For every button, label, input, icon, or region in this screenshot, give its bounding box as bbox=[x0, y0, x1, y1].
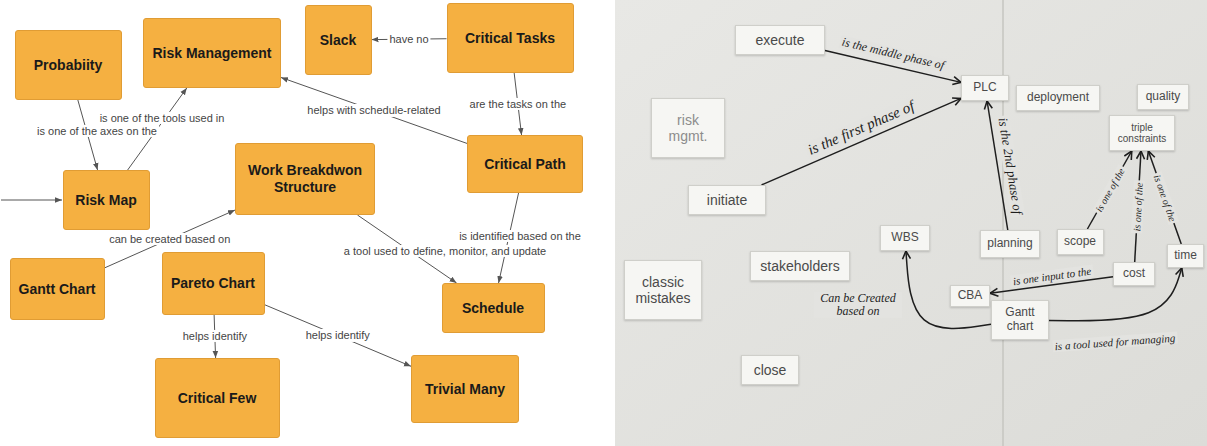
paper-card: quality bbox=[1137, 84, 1189, 110]
node-text: execute bbox=[755, 32, 804, 48]
edge-label: is one of the bbox=[1151, 171, 1179, 224]
paper-card: cost bbox=[1113, 262, 1155, 286]
node-text: Trivial Many bbox=[425, 381, 505, 398]
connector bbox=[281, 77, 467, 143]
node-text: Pareto Chart bbox=[171, 275, 255, 292]
concept-box: Critical Tasks bbox=[447, 3, 574, 73]
paper-card: deployment bbox=[1016, 85, 1100, 111]
edge-label: is the 2nd phase of bbox=[995, 114, 1025, 216]
left-panel bbox=[0, 0, 615, 446]
node-text: PLC bbox=[973, 81, 996, 95]
node-text: Gantt Chart bbox=[19, 281, 96, 298]
paper-card: time bbox=[1167, 244, 1204, 268]
edge-label: is one of the tools used in bbox=[98, 112, 227, 124]
whiteboard bbox=[615, 0, 1207, 446]
incoming-arrow bbox=[1, 200, 62, 201]
node-text: Critical Path bbox=[484, 156, 566, 173]
paper-card: WBS bbox=[880, 225, 930, 251]
node-text: Work Breakdwon Structure bbox=[244, 162, 366, 196]
concept-box: Risk Management bbox=[143, 18, 281, 88]
edge-label: have no bbox=[387, 33, 430, 45]
paper-card: risk mgmt. bbox=[651, 98, 725, 158]
edge-label: is one of the bbox=[1092, 164, 1128, 215]
node-text: risk mgmt. bbox=[658, 112, 718, 144]
edge-label: Can be Created based on bbox=[814, 292, 902, 318]
node-text: Critical Tasks bbox=[465, 30, 555, 47]
edge-label: helps identify bbox=[304, 329, 372, 341]
concept-box: Slack bbox=[305, 5, 372, 75]
node-text: Schedule bbox=[462, 300, 524, 317]
board-seam bbox=[1002, 0, 1004, 446]
node-text: Probabiity bbox=[34, 57, 102, 74]
paper-card: PLC bbox=[961, 75, 1009, 101]
paper-card: execute bbox=[735, 25, 825, 55]
node-text: Critical Few bbox=[178, 390, 257, 407]
node-text: initiate bbox=[707, 192, 747, 208]
connector bbox=[906, 251, 991, 328]
node-text: WBS bbox=[891, 231, 918, 245]
paper-card: classic mistakes bbox=[624, 260, 702, 320]
connector bbox=[265, 305, 412, 367]
concept-box: Gantt Chart bbox=[10, 258, 105, 320]
concept-box: Risk Map bbox=[63, 170, 150, 230]
paper-card: scope bbox=[1057, 229, 1104, 255]
edge-label: is one input to the bbox=[1010, 265, 1094, 288]
edge-label: are the tasks on the bbox=[468, 98, 569, 110]
connector bbox=[1148, 151, 1181, 244]
node-text: cost bbox=[1123, 267, 1145, 281]
node-text: Risk Management bbox=[152, 45, 271, 62]
connector bbox=[762, 98, 961, 185]
edge-label: helps with schedule-related bbox=[305, 104, 442, 116]
concept-box: Pareto Chart bbox=[162, 252, 265, 315]
edge-label: is the first phase of bbox=[804, 97, 919, 159]
concept-box: Schedule bbox=[442, 283, 545, 333]
paper-card: CBA bbox=[950, 285, 990, 307]
node-text: time bbox=[1174, 249, 1197, 263]
edge-label: a tool used to define, monitor, and upda… bbox=[342, 245, 548, 257]
concept-box: Trivial Many bbox=[411, 355, 519, 423]
concept-box: Probabiity bbox=[15, 30, 122, 100]
paper-card: close bbox=[741, 355, 799, 385]
node-text: quality bbox=[1146, 90, 1181, 104]
paper-card: initiate bbox=[688, 185, 766, 215]
node-text: close bbox=[754, 362, 787, 378]
connector bbox=[1087, 151, 1131, 229]
edge-label: is one of the axes on the bbox=[35, 125, 159, 137]
edge-label: can be created based on bbox=[107, 233, 232, 245]
node-text: scope bbox=[1064, 235, 1096, 249]
node-text: planning bbox=[987, 237, 1032, 251]
concept-box: Critical Path bbox=[467, 135, 583, 193]
node-text: classic mistakes bbox=[631, 274, 695, 306]
paper-card: stakeholders bbox=[750, 251, 850, 281]
node-text: Risk Map bbox=[75, 192, 136, 209]
node-text: stakeholders bbox=[760, 258, 839, 274]
node-text: deployment bbox=[1027, 91, 1089, 105]
paper-card: Gantt chart bbox=[991, 300, 1049, 340]
edge-label: is the middle phase of bbox=[839, 36, 948, 74]
edge-label: helps identify bbox=[181, 330, 249, 342]
node-text: Gantt chart bbox=[998, 306, 1042, 334]
node-text: CBA bbox=[958, 289, 983, 303]
edge-label: is identified based on the bbox=[457, 230, 583, 242]
concept-box: Work Breakdwon Structure bbox=[235, 143, 375, 215]
concept-box: Critical Few bbox=[155, 358, 280, 438]
paper-card: planning bbox=[980, 230, 1040, 258]
edge-label: is a tool used for managing bbox=[1052, 332, 1177, 353]
node-text: Slack bbox=[320, 32, 357, 49]
node-text: triple constraints bbox=[1116, 122, 1168, 145]
paper-card: triple constraints bbox=[1109, 115, 1175, 151]
edge-label: is one of the bbox=[1131, 180, 1145, 233]
